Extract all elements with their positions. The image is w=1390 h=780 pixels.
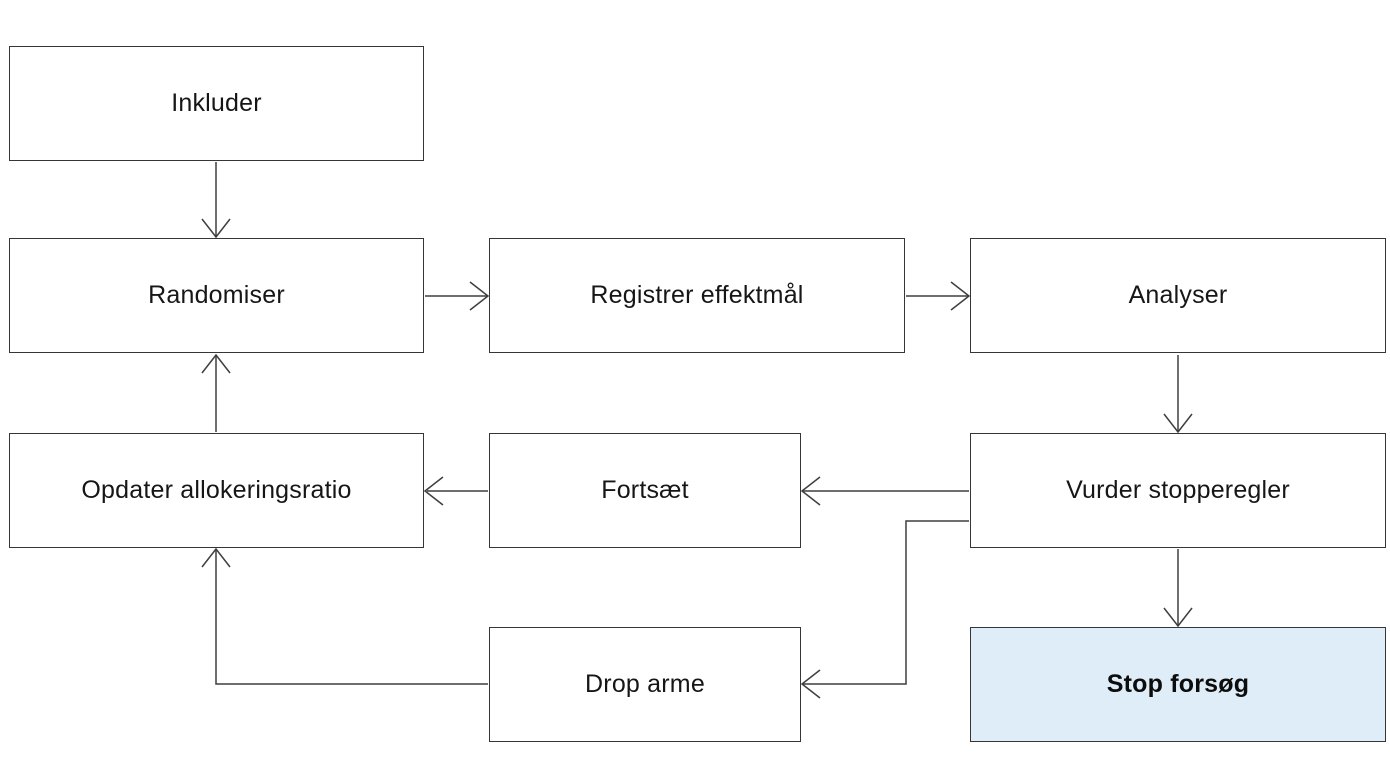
node-fortsaet: Fortsæt: [489, 433, 801, 548]
arrow-fortsaet-to-opdater: [423, 476, 488, 506]
node-vurder-stopperegler-label: Vurder stopperegler: [1066, 476, 1290, 504]
arrow-inkluder-to-randomiser: [201, 162, 231, 239]
node-opdater-allokeringsratio-label: Opdater allokeringsratio: [81, 476, 352, 504]
node-inkluder-label: Inkluder: [171, 89, 262, 117]
node-randomiser-label: Randomiser: [148, 281, 285, 309]
arrow-randomiser-to-registrer: [425, 281, 490, 311]
arrow-vurder-to-droparme: [800, 520, 969, 699]
node-stop-forsoeg-label: Stop forsøg: [1106, 670, 1250, 698]
node-randomiser: Randomiser: [9, 238, 424, 353]
node-drop-arme-label: Drop arme: [585, 670, 705, 698]
node-registrer-effektmaal: Registrer effektmål: [489, 238, 905, 353]
node-registrer-effektmaal-label: Registrer effektmål: [590, 281, 804, 309]
arrow-vurder-to-stop: [1163, 549, 1193, 628]
arrow-registrer-to-analyser: [906, 281, 971, 311]
node-analyser: Analyser: [970, 238, 1386, 353]
arrow-droparme-to-opdater: [201, 547, 488, 685]
node-analyser-label: Analyser: [1128, 281, 1228, 309]
arrow-vurder-to-fortsaet: [800, 476, 969, 506]
arrow-analyser-to-vurder: [1163, 355, 1193, 434]
node-inkluder: Inkluder: [9, 46, 424, 161]
node-drop-arme: Drop arme: [489, 627, 801, 742]
node-opdater-allokeringsratio: Opdater allokeringsratio: [9, 433, 424, 548]
node-fortsaet-label: Fortsæt: [601, 476, 689, 504]
node-vurder-stopperegler: Vurder stopperegler: [970, 433, 1386, 548]
arrow-opdater-to-randomiser: [201, 353, 231, 432]
node-stop-forsoeg: Stop forsøg: [970, 627, 1386, 742]
